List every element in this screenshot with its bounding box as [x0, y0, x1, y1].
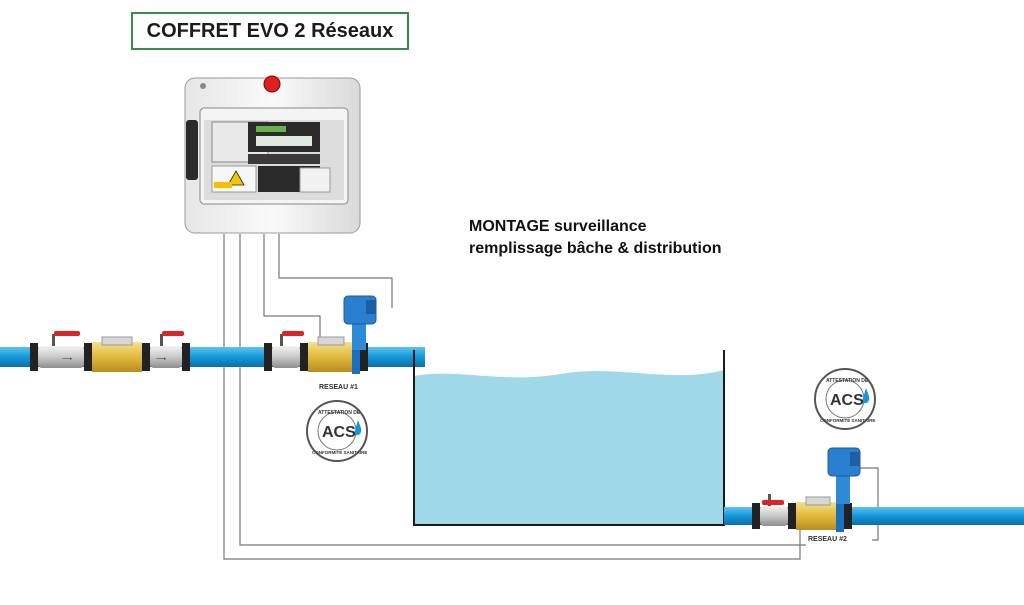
montage-line-1: MONTAGE surveillance [469, 218, 647, 235]
tank-walls [413, 350, 725, 526]
tank-water [414, 370, 724, 525]
acs-ring-bottom-1: CONFORMITÉ SANITAIRE [312, 448, 367, 455]
acs-text-1: ACS [322, 424, 356, 441]
acs-ring-top-1: ATTESTATION DE [318, 410, 361, 416]
reseau1-assembly [264, 295, 377, 374]
control-cabinet [184, 75, 361, 234]
reseau1-sensor [352, 320, 366, 350]
wire-reseau2-inner [239, 234, 806, 546]
acs-text-2: ACS [830, 392, 864, 409]
acs-ring-bottom-2: CONFORMITÉ SANITAIRE [820, 416, 875, 423]
reseau2-label: RESEAU #2 [808, 536, 847, 543]
svg-text:⟶: ⟶ [156, 356, 166, 363]
inlet-valve-group: ⟶ ⟶ [30, 331, 190, 372]
montage-line-2: remplissage bâche & distribution [469, 240, 722, 257]
acs-badge-reseau1 [306, 400, 368, 462]
acs-ring-top-2: ATTESTATION DE [826, 378, 869, 384]
storage-tank [413, 350, 725, 526]
reseau1-label: RESEAU #1 [319, 384, 358, 391]
wire-reseau1-sensor [278, 234, 393, 308]
wire-reseau1-valve [263, 234, 321, 345]
reseau2-assembly [752, 447, 861, 532]
reseau2-sensor [836, 470, 850, 504]
emergency-stop [263, 75, 281, 93]
acs-badge-reseau2 [814, 368, 876, 430]
control-wiring [223, 234, 879, 560]
diagram-title-text: COFFRET EVO 2 Réseaux [146, 19, 394, 42]
svg-text:⟶: ⟶ [62, 356, 72, 363]
wire-reseau2-sensor [860, 467, 879, 541]
diagram-title: COFFRET EVO 2 Réseaux [131, 12, 409, 50]
montage-caption: MONTAGE surveillance remplissage bâche &… [469, 216, 722, 260]
